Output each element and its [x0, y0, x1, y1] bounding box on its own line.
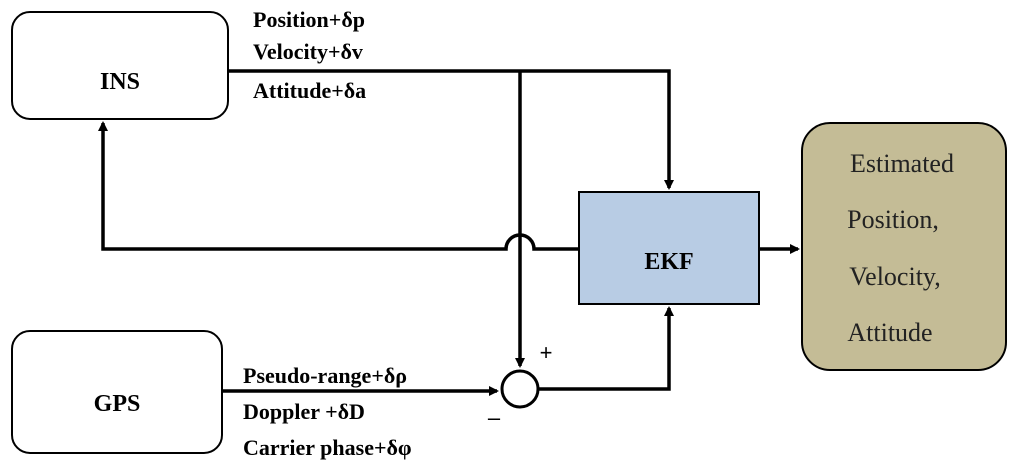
ins-output-position: Position+δp [253, 7, 365, 32]
gps-output-carrier-phase: Carrier phase+δφ [243, 435, 412, 460]
summing-junction [500, 369, 540, 409]
junction-minus-sign: – [488, 405, 501, 430]
output-block [801, 122, 1007, 371]
output-line-1: Estimated [850, 149, 954, 178]
output-line-2: Position, [847, 205, 939, 234]
ekf-feedback-to-ins-wire [98, 121, 579, 251]
ekf-block [578, 191, 760, 305]
junction-plus-sign: + [540, 340, 553, 365]
ins-output-velocity: Velocity+δv [253, 39, 363, 64]
ins-to-ekf-wire [228, 69, 674, 190]
ins-block [11, 11, 229, 120]
output-line-4: Attitude [847, 318, 932, 347]
ekf-label: EKF [644, 249, 693, 275]
gps-output-doppler: Doppler +δD [243, 399, 365, 424]
gps-output-pseudorange: Pseudo-range+δρ [243, 363, 407, 388]
output-line-3: Velocity, [849, 262, 940, 291]
junction-to-ekf-wire [538, 306, 674, 391]
gps-label: GPS [94, 391, 141, 417]
ins-label: INS [100, 69, 140, 95]
ins-output-attitude: Attitude+δa [253, 78, 366, 103]
